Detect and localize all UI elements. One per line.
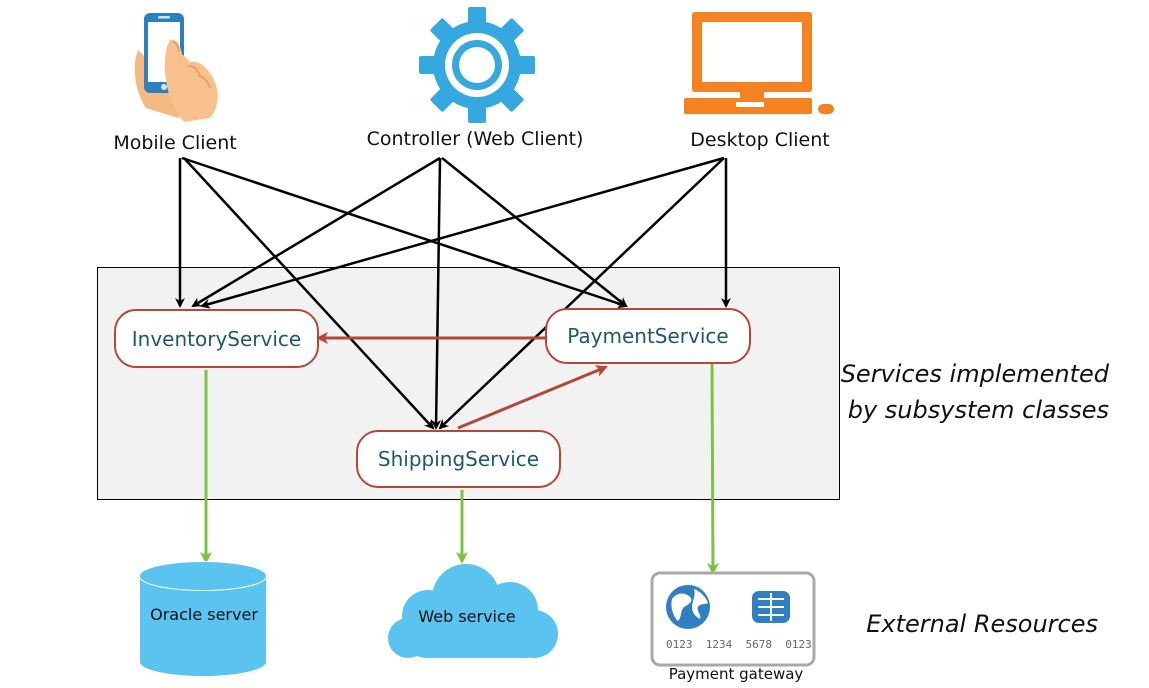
services-note: Services implemented by subsystem classe… bbox=[841, 356, 1109, 428]
desktop-client-label: Desktop Client bbox=[690, 129, 830, 151]
card-number: 0123 1234 5678 0123 bbox=[666, 638, 812, 651]
services-note-line1: Services implemented bbox=[840, 360, 1109, 388]
inventory-service-box: InventoryService bbox=[114, 309, 319, 368]
mobile-client-label: Mobile Client bbox=[113, 132, 237, 154]
card-chip-icon bbox=[752, 591, 790, 623]
inventory-service-label: InventoryService bbox=[131, 326, 302, 351]
arrow-controller-shipping bbox=[431, 157, 442, 430]
arrow-mobile-payment bbox=[181, 156, 628, 309]
arrow-shipping-payment bbox=[457, 365, 608, 430]
globe-icon bbox=[666, 585, 710, 629]
gear-icon bbox=[419, 7, 535, 123]
oracle-server-label: Oracle server bbox=[150, 605, 258, 624]
desktop-computer-icon bbox=[684, 12, 834, 114]
arrow-payment-gateway bbox=[706, 361, 719, 575]
shipping-service-label: ShippingService bbox=[377, 447, 540, 471]
controller-client-label: Controller (Web Client) bbox=[366, 128, 584, 150]
cloud-icon bbox=[388, 564, 558, 658]
payment-gateway-label: Payment gateway bbox=[668, 665, 804, 683]
web-service-label: Web service bbox=[418, 607, 516, 626]
services-note-line2: by subsystem classes bbox=[847, 396, 1109, 424]
payment-service-box: PaymentService bbox=[545, 308, 751, 364]
credit-card-icon bbox=[650, 571, 816, 667]
arrow-mobile-shipping bbox=[183, 157, 435, 430]
mobile-phone-hand-icon bbox=[134, 13, 218, 122]
shipping-service-box: ShippingService bbox=[356, 430, 561, 488]
arrow-desktop-shipping bbox=[438, 157, 725, 430]
payment-service-label: PaymentService bbox=[567, 324, 729, 348]
arrow-desktop-inventory bbox=[200, 156, 725, 309]
arrow-controller-payment bbox=[441, 157, 628, 308]
arrow-controller-inventory bbox=[191, 156, 441, 308]
external-resources-note: External Resources bbox=[866, 610, 1098, 638]
database-icon bbox=[139, 561, 267, 676]
